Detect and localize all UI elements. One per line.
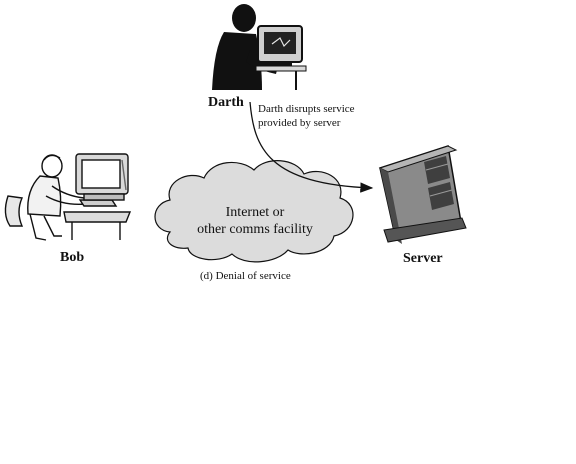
darth-annotation: Darth disrupts service provided by serve… xyxy=(258,102,355,131)
darth-label: Darth xyxy=(208,95,244,110)
figure-caption: (d) Denial of service xyxy=(200,270,291,282)
network-label-line-1: Internet or xyxy=(225,205,285,220)
server-tower-icon xyxy=(378,145,467,244)
attacker-silhouette-icon xyxy=(212,4,307,90)
annotation-line-1: Darth disrupts service xyxy=(258,103,355,115)
disruption-arrow xyxy=(249,101,374,193)
annotation-line-2: provided by server xyxy=(258,117,341,130)
network-cloud xyxy=(154,160,354,263)
bob-label: Bob xyxy=(60,250,85,265)
user-at-computer-icon xyxy=(4,153,132,241)
server-label: Server xyxy=(403,251,443,266)
network-label-line-2: other comms facility xyxy=(197,221,313,237)
network-label: Internet or other comms facility xyxy=(175,205,335,239)
